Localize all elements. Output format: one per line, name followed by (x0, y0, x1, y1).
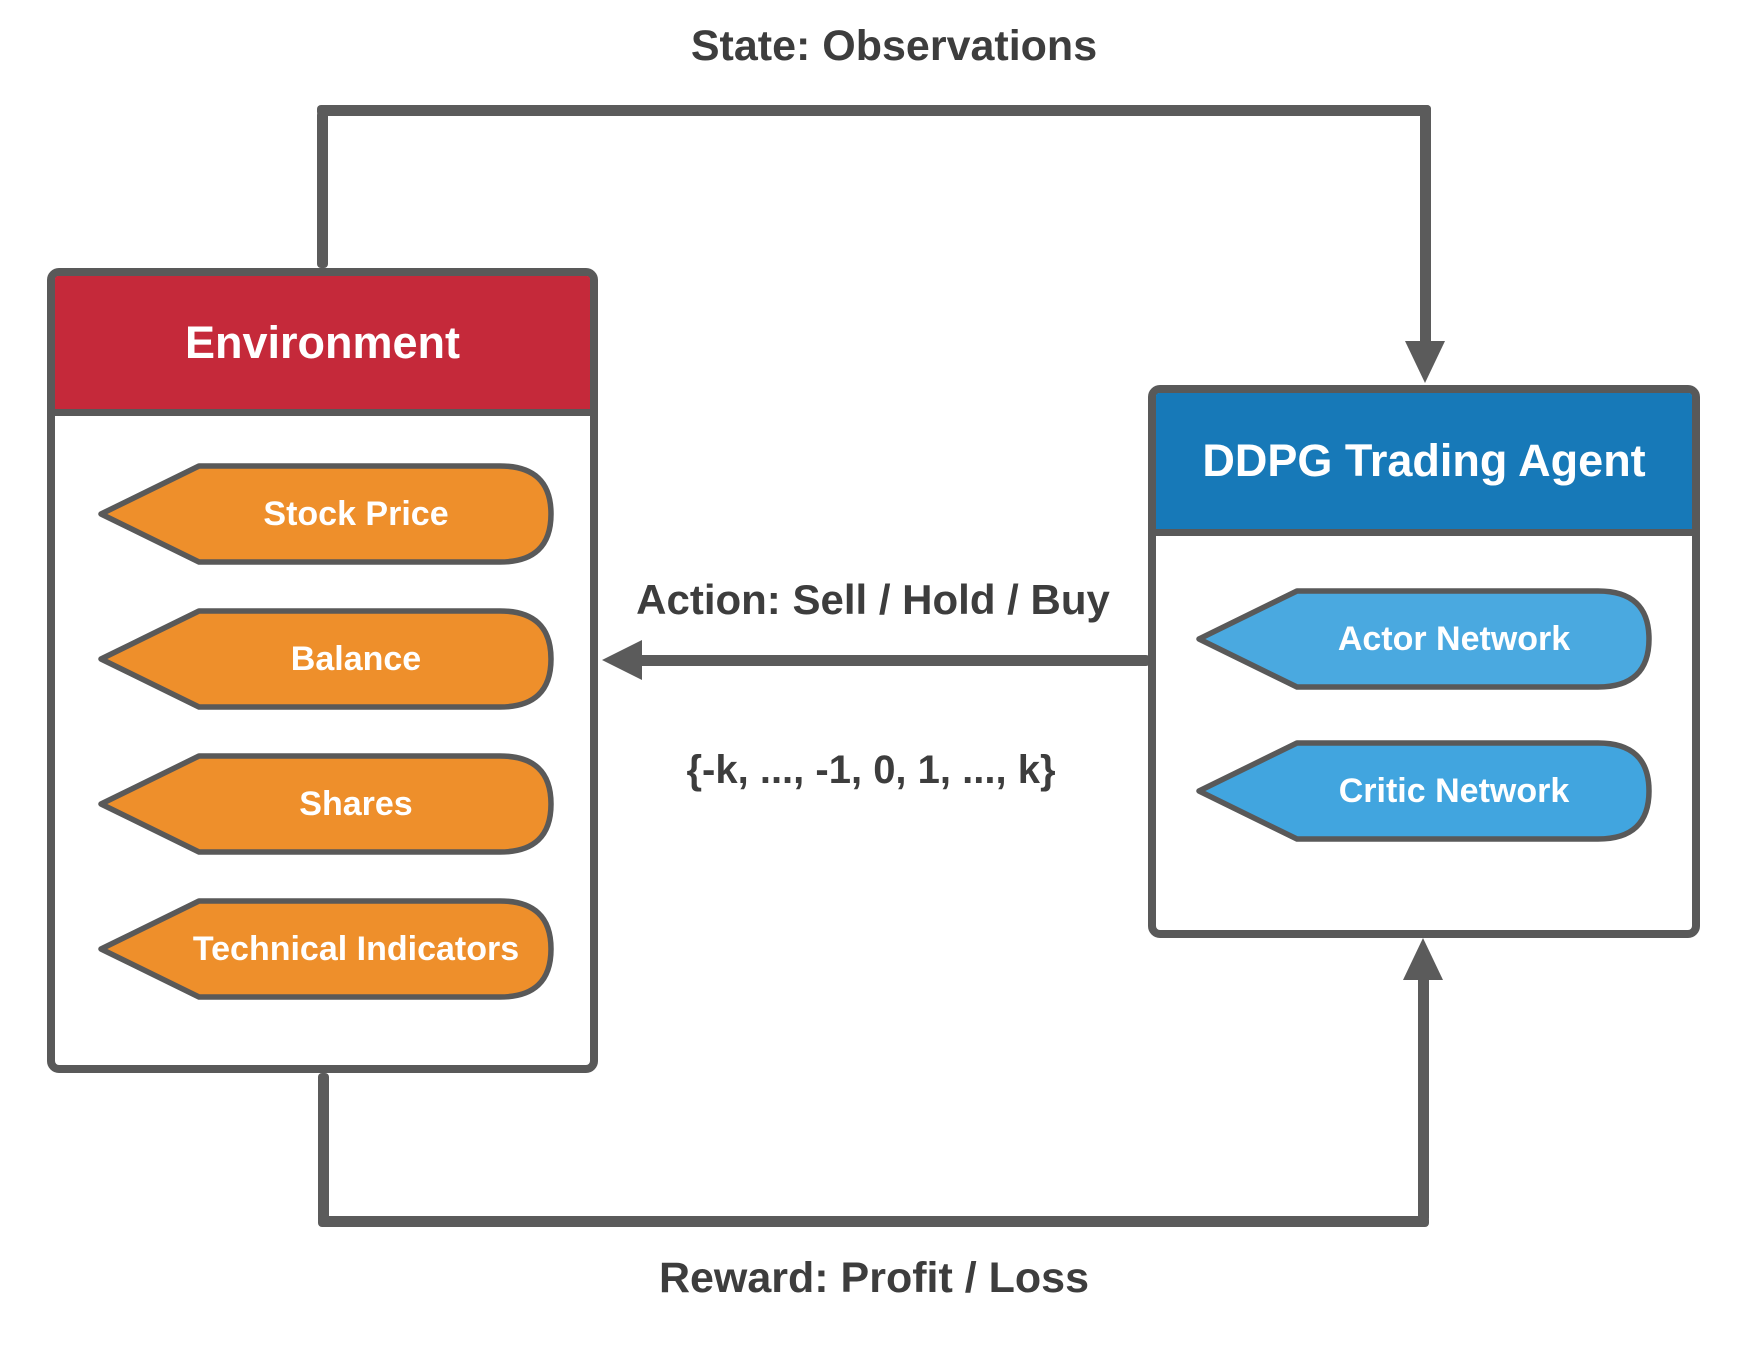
reward-connector-bottom-segment (318, 1216, 1429, 1227)
agent-tag-actor-network: Actor Network (1193, 585, 1655, 693)
environment-header: Environment (55, 276, 590, 416)
environment-title: Environment (184, 316, 461, 368)
environment-tag-technical-indicators: Technical Indicators (95, 895, 557, 1003)
action-arrowhead-left-icon (602, 640, 642, 680)
environment-tag-label: Stock Price (263, 494, 449, 533)
environment-tag-label: Balance (290, 639, 422, 678)
action-connector-segment (638, 655, 1150, 666)
action-set-flow-label: {-k, ..., -1, 0, 1, ..., k} (686, 748, 1056, 792)
environment-tag-stock-price: Stock Price (95, 460, 557, 568)
action-flow-label: Action: Sell / Hold / Buy (636, 576, 1110, 623)
reward-connector-right-segment (1418, 976, 1429, 1222)
ddpg-trading-agent-title: DDPG Trading Agent (1202, 435, 1646, 486)
environment-tag-label: Technical Indicators (192, 929, 520, 968)
state-arrowhead-down-icon (1405, 341, 1445, 383)
ddpg-trading-agent-header: DDPG Trading Agent (1156, 393, 1692, 536)
agent-tag-label: Critic Network (1338, 771, 1570, 810)
reward-flow-label: Reward: Profit / Loss (658, 1254, 1090, 1302)
state-connector-right-segment (1420, 105, 1431, 345)
environment-tag-balance: Balance (95, 605, 557, 713)
agent-tag-label: Actor Network (1337, 619, 1571, 658)
environment-tag-shares: Shares (95, 750, 557, 858)
reward-connector-left-segment (318, 1073, 329, 1223)
state-flow-label: State: Observations (690, 22, 1098, 70)
agent-tag-critic-network: Critic Network (1193, 737, 1655, 845)
state-connector-left-segment (317, 111, 328, 268)
environment-tag-label: Shares (299, 784, 413, 823)
reward-arrowhead-up-icon (1403, 938, 1443, 980)
state-connector-top-segment (317, 105, 1431, 116)
